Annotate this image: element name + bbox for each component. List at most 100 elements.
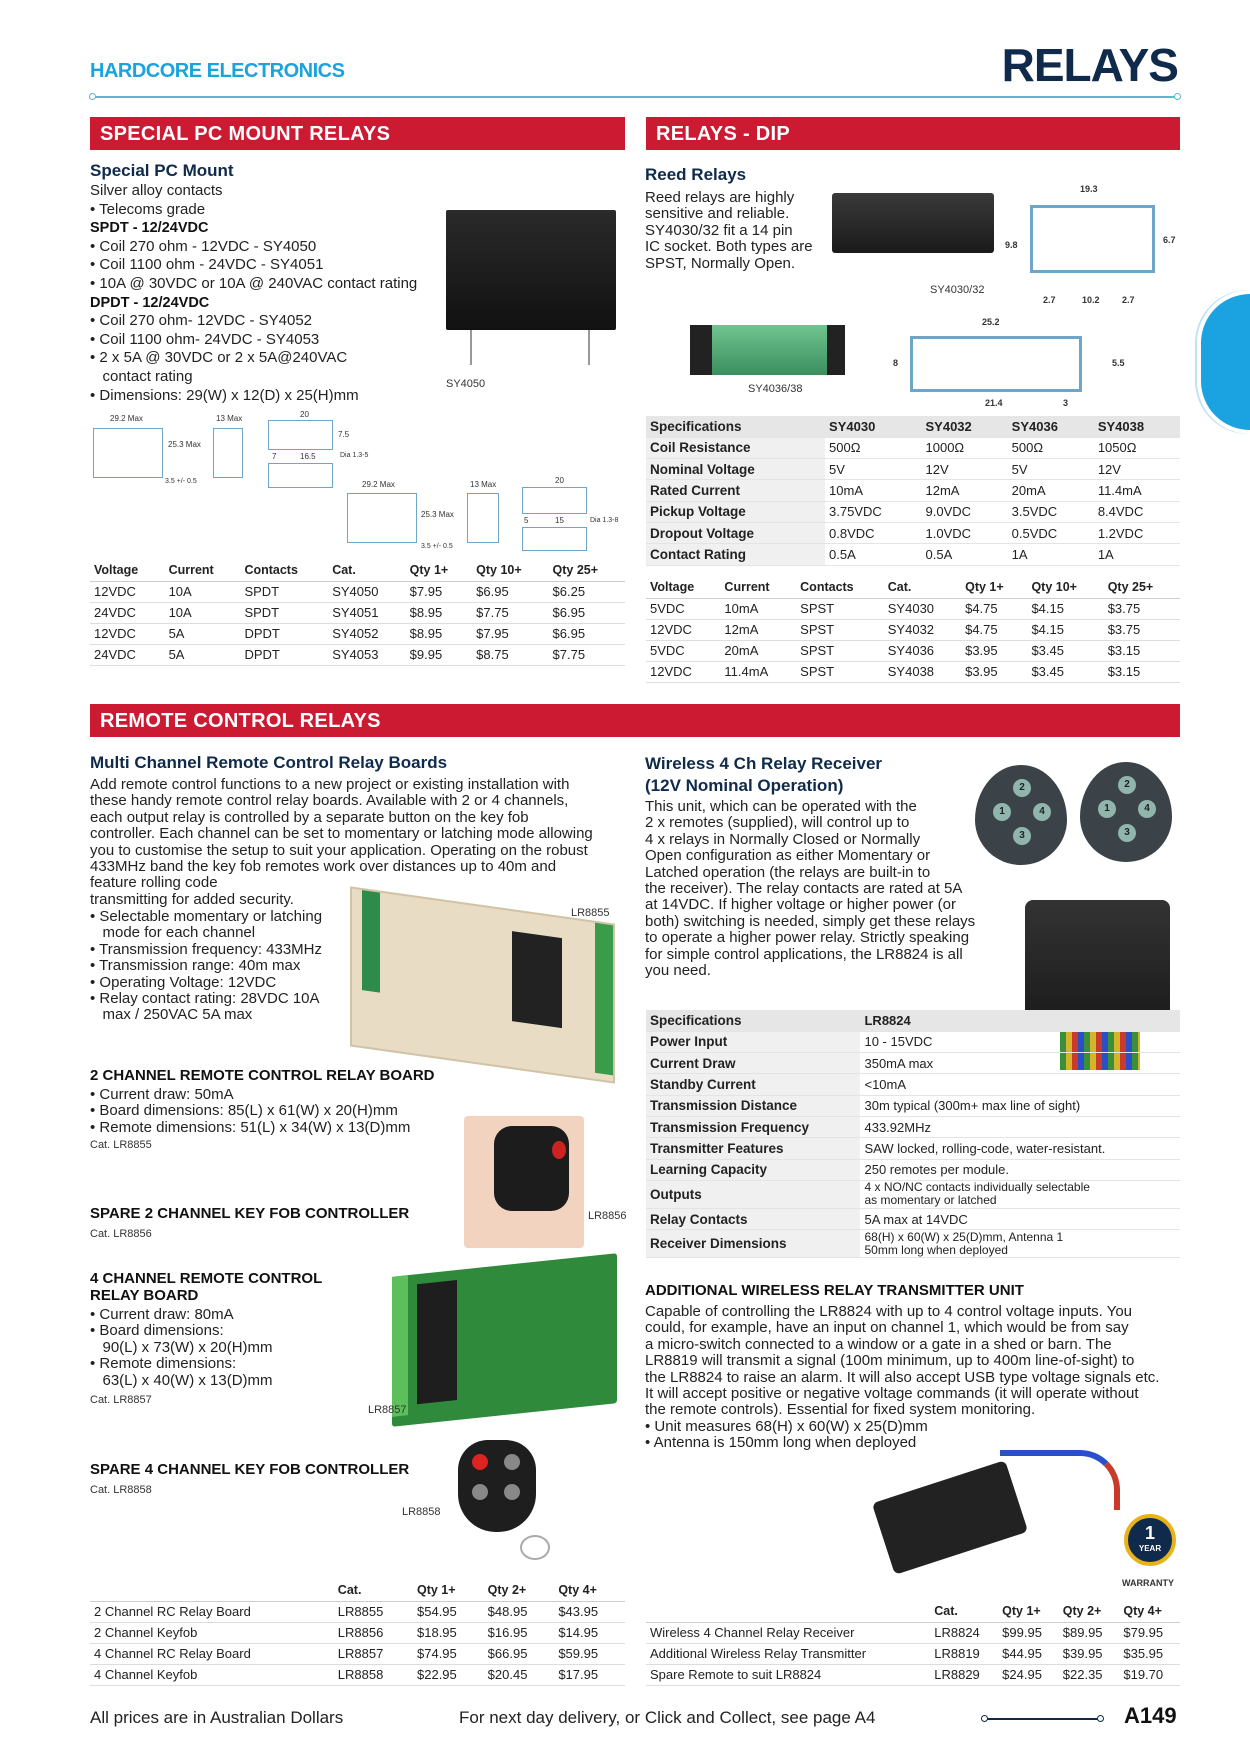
column-header: Current (164, 560, 241, 582)
warranty-label: WARRANTY (1122, 1578, 1174, 1588)
table-cell: $99.95 (998, 1622, 1059, 1644)
text-line: Open configuration as either Momentary o… (645, 847, 931, 865)
schematic-spdt (268, 463, 333, 488)
text-line: contact rating (90, 367, 193, 385)
dimension-drawing-dpdt-pins (522, 487, 587, 514)
dim-label: 25.3 Max (421, 510, 454, 519)
column-header: Voltage (646, 577, 721, 599)
table-cell: $8.75 (472, 644, 549, 666)
column-header: Qty 4+ (1119, 1601, 1180, 1623)
table-cell: $74.95 (413, 1643, 484, 1665)
caption-sy4036: SY4036/38 (748, 383, 803, 395)
dimension-drawing-spdt-front (93, 428, 163, 478)
table-cell: $39.95 (1058, 1643, 1120, 1665)
table-cell: Transmission Frequency (646, 1116, 861, 1139)
table-cell: $6.25 (548, 581, 625, 603)
column-header: Qty 1+ (998, 1601, 1059, 1623)
page-number: A149 (1124, 1703, 1177, 1728)
reed-relay-sy4036-photo (690, 325, 845, 375)
multi-channel-description: Add remote control functions to a new pr… (90, 776, 593, 908)
table-cell: SPDT (240, 581, 329, 603)
brand-label: HARDCORE ELECTRONICS (90, 60, 345, 82)
table-cell: 68(H) x 60(W) x 25(D)mm, Antenna 1 50mm … (860, 1229, 1180, 1259)
text-line: Wireless 4 Ch Relay Receiver (645, 754, 883, 773)
text-line: both) switching is needed, simply get th… (645, 912, 976, 930)
table-cell: $48.95 (483, 1601, 555, 1623)
dim-label: 20 (555, 476, 564, 485)
warranty-number: 1 (1144, 1523, 1155, 1543)
tab-marker[interactable] (1197, 290, 1250, 434)
text-line: 2 x remotes (supplied), will control up … (645, 814, 910, 832)
caption-lr8858: LR8858 (402, 1506, 441, 1518)
pc-mount-title: Special PC Mount (90, 161, 234, 180)
table-cell: Standby Current (646, 1073, 861, 1096)
table-cell: $43.95 (554, 1601, 625, 1623)
fob4-heading: SPARE 4 CHANNEL KEY FOB CONTROLLER (90, 1461, 410, 1478)
text-line: LR8819 will transmit a signal (100m mini… (645, 1352, 1135, 1370)
table-cell: $54.95 (413, 1601, 484, 1623)
column-header: Cat. (930, 1601, 999, 1623)
text-line: • Current draw: 80mA (90, 1306, 234, 1323)
table-cell: SY4053 (328, 644, 406, 666)
table-cell: 500Ω (825, 437, 922, 460)
column-header: Qty 1+ (405, 560, 473, 582)
table-cell: $3.75 (1103, 598, 1180, 620)
table-cell: $7.95 (472, 623, 549, 645)
table-cell: $7.75 (548, 644, 625, 666)
table-cell: $22.95 (413, 1664, 484, 1686)
dim-label: 6.7 (1163, 235, 1176, 245)
column-header: Qty 25+ (1103, 577, 1180, 599)
table-header-row: Cat.Qty 1+Qty 2+Qty 4+ (90, 1580, 625, 1602)
column-header: Contacts (240, 560, 329, 582)
text-line: you to customise the setup to suit your … (90, 841, 588, 859)
table-cell: 5V (1007, 458, 1094, 481)
fob2-cat: Cat. LR8856 (90, 1228, 152, 1240)
table-cell: SPST (796, 661, 884, 683)
text-line: • Board dimensions: 85(L) x 61(W) x 20(H… (90, 1102, 398, 1120)
table-cell: Coil Resistance (646, 437, 826, 460)
text-line: SY4030/32 fit a 14 pin (645, 221, 793, 239)
delivery-note[interactable]: For next day delivery, or Click and Coll… (459, 1708, 876, 1727)
text-line: Reed relays are highly (645, 189, 795, 206)
column-header: Qty 2+ (1058, 1601, 1120, 1623)
remote-fob-photo-1: 2 1 4 3 (975, 765, 1067, 865)
lr8857-board-photo (392, 1253, 617, 1427)
lr8856-keyfob-photo (464, 1116, 584, 1248)
remote-button: 1 (993, 803, 1011, 821)
text-line: • Relay contact rating: 28VDC 10A (90, 990, 320, 1008)
text-line: • Antenna is 150mm long when deployed (645, 1434, 917, 1452)
table-cell: 5VDC (646, 640, 721, 662)
ch4-cat: Cat. LR8857 (90, 1394, 152, 1406)
table-cell: $4.75 (961, 619, 1028, 641)
keyring-icon (520, 1535, 550, 1560)
text-line: • Coil 270 ohm - 12VDC - SY4050 (90, 237, 317, 255)
text-line: It will accept positive or negative volt… (645, 1385, 1139, 1403)
table-cell: SY4030 (883, 598, 962, 620)
text-line: • Coil 1100 ohm - 24VDC - SY4051 (90, 256, 324, 274)
text-line: • 2 x 5A @ 30VDC or 2 x 5A@240VAC (90, 349, 348, 367)
table-header-row: Cat.Qty 1+Qty 2+Qty 4+ (646, 1601, 1180, 1623)
table-cell: 12mA (921, 479, 1008, 502)
table-cell: 12VDC (646, 619, 721, 641)
table-cell: $35.95 (1119, 1643, 1180, 1665)
section-bar-remote: REMOTE CONTROL RELAYS (90, 704, 1180, 737)
dim-label: 9.8 (1005, 240, 1018, 250)
dim-label: 3.5 +/- 0.5 (421, 543, 453, 550)
footer-divider (981, 1715, 1104, 1722)
text-line: • Board dimensions: (90, 1322, 224, 1340)
table-cell: $79.95 (1119, 1622, 1180, 1644)
table-cell: LR8819 (930, 1643, 999, 1665)
